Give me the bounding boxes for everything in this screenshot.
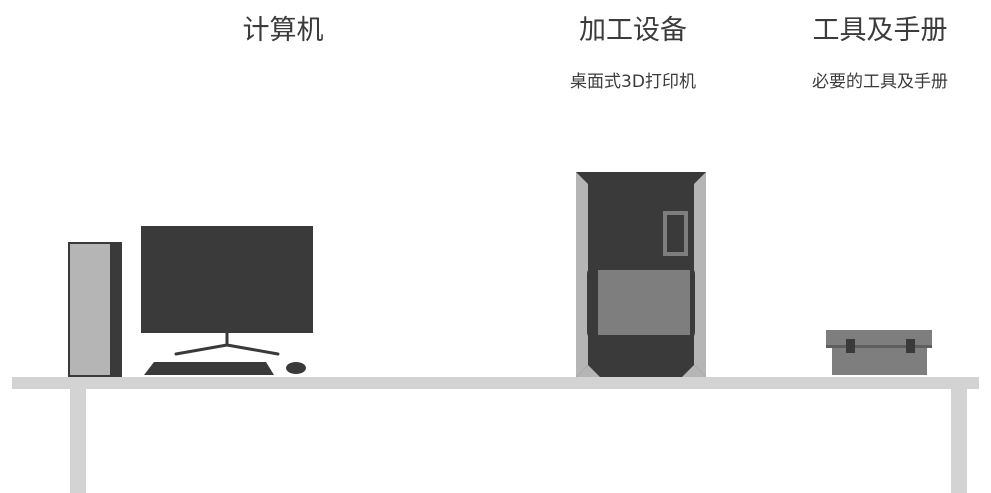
- tools-heading: 工具及手册: [812, 15, 948, 46]
- computer-heading: 计算机: [242, 15, 324, 46]
- toolbox-latch-left: [846, 339, 855, 353]
- monitor-icon: [141, 226, 313, 356]
- computer-icon: [68, 226, 313, 377]
- equipment-heading: 加工设备: [579, 15, 687, 46]
- equipment-subtitle: 桌面式3D打印机: [570, 72, 696, 92]
- pc-tower-icon: [68, 242, 122, 377]
- table-leg-right: [951, 389, 967, 493]
- keyboard-icon: [144, 362, 274, 375]
- mouse-icon: [286, 362, 306, 374]
- toolbox-icon: [826, 330, 932, 375]
- table: [12, 377, 979, 493]
- table-top: [12, 377, 979, 389]
- 3d-printer-icon: [576, 172, 706, 377]
- toolbox-latch-right: [906, 339, 915, 353]
- table-leg-left: [70, 389, 86, 493]
- tools-subtitle: 必要的工具及手册: [812, 72, 948, 92]
